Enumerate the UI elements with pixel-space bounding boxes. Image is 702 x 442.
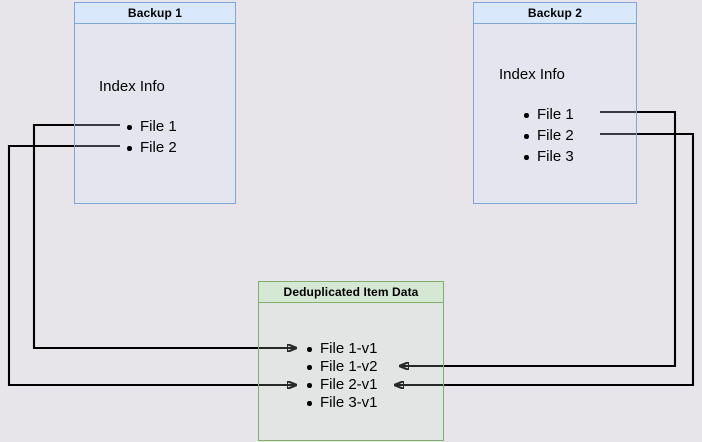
list-item[interactable]: File 1-v1 bbox=[307, 340, 378, 358]
dedup-body: File 1-v1 File 1-v2 File 2-v1 File 3-v1 bbox=[258, 303, 444, 441]
backup-1-index-label: Index Info bbox=[99, 78, 165, 95]
backup-1-header: Backup 1 bbox=[74, 2, 236, 24]
dedup-file-list: File 1-v1 File 1-v2 File 2-v1 File 3-v1 bbox=[307, 340, 378, 412]
list-item[interactable]: File 1 bbox=[127, 116, 177, 137]
node-deduplicated-item-data[interactable]: Deduplicated Item Data File 1-v1 File 1-… bbox=[258, 281, 444, 441]
list-item[interactable]: File 2 bbox=[524, 125, 574, 146]
backup-2-body: Index Info File 1 File 2 File 3 bbox=[473, 24, 637, 204]
list-item[interactable]: File 2-v1 bbox=[307, 376, 378, 394]
list-item[interactable]: File 1 bbox=[524, 104, 574, 125]
node-backup-2[interactable]: Backup 2 Index Info File 1 File 2 File 3 bbox=[473, 2, 637, 204]
node-backup-1[interactable]: Backup 1 Index Info File 1 File 2 bbox=[74, 2, 236, 204]
backup-2-header: Backup 2 bbox=[473, 2, 637, 24]
list-item[interactable]: File 2 bbox=[127, 137, 177, 158]
dedup-header: Deduplicated Item Data bbox=[258, 281, 444, 303]
backup-1-body: Index Info File 1 File 2 bbox=[74, 24, 236, 204]
list-item[interactable]: File 1-v2 bbox=[307, 358, 378, 376]
list-item[interactable]: File 3-v1 bbox=[307, 394, 378, 412]
backup-1-file-list: File 1 File 2 bbox=[127, 116, 177, 158]
backup-2-file-list: File 1 File 2 File 3 bbox=[524, 104, 574, 167]
backup-2-index-label: Index Info bbox=[499, 66, 565, 83]
list-item[interactable]: File 3 bbox=[524, 146, 574, 167]
